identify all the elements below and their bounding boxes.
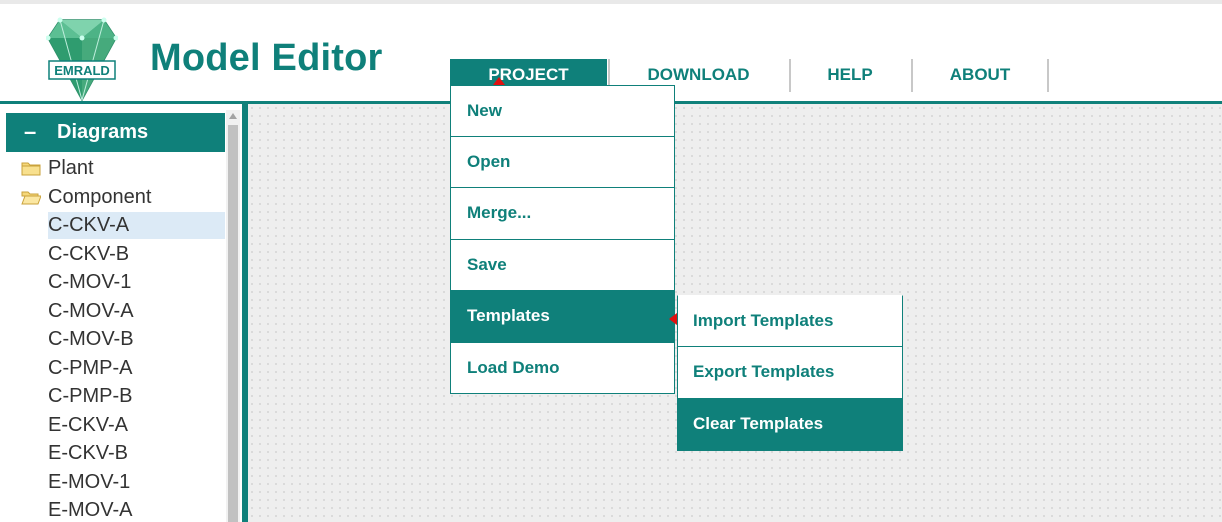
logo-text: EMRALD <box>54 63 110 78</box>
tree-folder-label: Component <box>48 185 152 208</box>
nav-download[interactable]: DOWNLOAD <box>647 65 750 84</box>
emrald-logo: EMRALD <box>46 17 118 102</box>
templates-submenu: Import Templates Export Templates Clear … <box>677 295 903 451</box>
nav-help[interactable]: HELP <box>827 65 873 84</box>
tree-item-label: E-MOV-A <box>48 499 133 521</box>
menu-item-load-demo[interactable]: Load Demo <box>450 342 675 394</box>
tree-item-e-ckv-a[interactable]: E-CKV-A <box>0 411 226 440</box>
menu-item-new[interactable]: New <box>450 85 675 137</box>
menu-item-templates[interactable]: Templates <box>450 291 675 343</box>
panel-title: Diagrams <box>57 121 149 143</box>
menu-caret-icon <box>493 77 505 85</box>
tree-item-label: C-PMP-A <box>48 356 133 379</box>
tree-folder-component[interactable]: Component <box>0 183 226 212</box>
tree-item-e-mov-1[interactable]: E-MOV-1 <box>0 468 226 497</box>
app-header: EMRALD Model Editor PROJECT DOWNLOAD HEL… <box>0 4 1222 102</box>
tree-item-c-ckv-b[interactable]: C-CKV-B <box>0 240 226 269</box>
menu-item-import-templates[interactable]: Import Templates <box>677 295 903 347</box>
tree-item-c-pmp-a[interactable]: C-PMP-A <box>0 354 226 383</box>
diagram-tree: Plant Component C-CKV-A C-CKV-B C-MOV-1 … <box>0 154 226 522</box>
tree-item-c-mov-b[interactable]: C-MOV-B <box>0 325 226 354</box>
diagrams-sidebar: – Diagrams Plant Component C-CKV-A C-CKV… <box>0 104 244 522</box>
menu-item-save[interactable]: Save <box>450 239 675 291</box>
diagrams-panel-header[interactable]: – Diagrams <box>6 113 225 152</box>
submenu-caret-icon <box>669 313 677 325</box>
tree-item-label: E-CKV-B <box>48 442 129 464</box>
tree-folder-label: Plant <box>48 157 94 179</box>
tree-item-label: C-MOV-A <box>48 299 134 322</box>
menu-item-merge[interactable]: Merge... <box>450 188 675 240</box>
tree-item-label: E-MOV-1 <box>48 470 131 493</box>
tree-item-e-mov-a[interactable]: E-MOV-A <box>0 496 226 522</box>
tree-item-c-ckv-a[interactable]: C-CKV-A <box>0 211 226 240</box>
collapse-toggle[interactable]: – <box>24 119 37 144</box>
menu-item-clear-templates[interactable]: Clear Templates <box>677 399 903 451</box>
nav-divider <box>911 59 913 92</box>
menu-item-export-templates[interactable]: Export Templates <box>677 347 903 399</box>
top-strip <box>0 0 1222 4</box>
app-title: Model Editor <box>150 37 383 79</box>
tree-item-label: C-PMP-B <box>48 385 133 407</box>
selection-highlight <box>48 212 225 239</box>
nav-divider <box>1047 59 1049 92</box>
scrollbar-thumb[interactable] <box>228 125 238 522</box>
sidebar-divider[interactable] <box>242 104 248 522</box>
tree-item-label: E-CKV-A <box>48 413 129 436</box>
tree-item-c-pmp-b[interactable]: C-PMP-B <box>0 382 226 411</box>
folder-icon <box>21 162 41 176</box>
tree-item-c-mov-1[interactable]: C-MOV-1 <box>0 268 226 297</box>
project-menu: New Open Merge... Save Templates Load De… <box>450 85 677 394</box>
nav-divider <box>608 59 610 92</box>
menu-item-open[interactable]: Open <box>450 136 675 188</box>
tree-item-label: C-CKV-A <box>48 214 130 236</box>
nav-project[interactable]: PROJECT <box>450 59 607 90</box>
tree-item-label: C-MOV-1 <box>48 271 132 293</box>
tree-item-c-mov-a[interactable]: C-MOV-A <box>0 297 226 326</box>
scroll-up-arrow-icon[interactable] <box>229 113 237 119</box>
tree-item-e-ckv-b[interactable]: E-CKV-B <box>0 439 226 468</box>
nav-about[interactable]: ABOUT <box>949 65 1011 84</box>
tree-folder-plant[interactable]: Plant <box>0 154 226 183</box>
tree-item-label: C-MOV-B <box>48 328 134 350</box>
nav-divider <box>789 59 791 92</box>
folder-open-icon <box>21 191 41 204</box>
tree-item-label: C-CKV-B <box>48 242 130 265</box>
